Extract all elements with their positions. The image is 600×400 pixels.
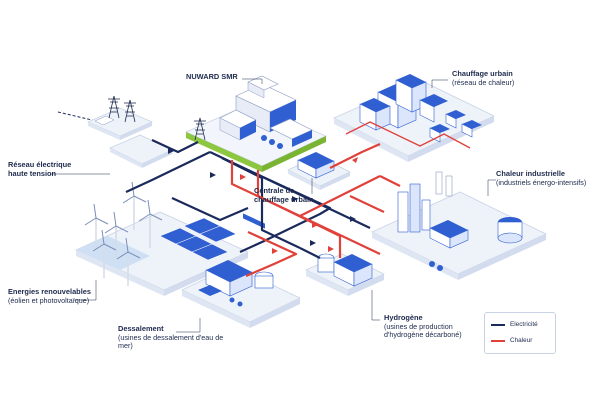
heating-plant-platform	[287, 152, 351, 190]
hydrogen-platform	[305, 253, 385, 296]
flow-arrows	[168, 148, 358, 254]
legend-heat-label: Chaleur	[510, 337, 533, 344]
grid-title: Réseau électrique	[8, 160, 72, 169]
heating-plant-sub: chauffage urbain	[254, 194, 314, 204]
legend-electricity-swatch	[491, 323, 505, 326]
legend: Electricité Chaleur	[484, 312, 556, 354]
desalination-sub2: mer)	[118, 341, 133, 351]
district-heating-sub: (réseau de chaleur)	[452, 77, 515, 87]
leader-lines	[50, 78, 496, 333]
nuward-smr-platform	[185, 75, 327, 229]
hydrogen-sub1: (usines de production	[384, 321, 453, 331]
label-district-heating: Chauffage urbain (réseau de chaleur)	[452, 69, 515, 87]
desalination-sub1: (usines de dessalement d'eau de	[118, 332, 224, 342]
nuward-title: NUWARD SMR	[186, 72, 238, 81]
legend-electricity: Electricité	[491, 321, 538, 328]
legend-electricity-label: Electricité	[510, 321, 538, 328]
renewables-platform	[75, 181, 249, 296]
solar-panels	[159, 217, 237, 261]
district-heating-title: Chauffage urbain	[452, 69, 513, 78]
substation-platform	[109, 134, 173, 168]
heating-plant-title: Centrale de	[254, 186, 295, 195]
industrial-heat-title: Chaleur industrielle	[496, 169, 565, 178]
industrial-heat-sub: (industriels énergo-intensifs)	[496, 177, 587, 187]
desalination-title: Dessalement	[118, 324, 164, 333]
heat-network	[230, 142, 401, 278]
legend-heat: Chaleur	[491, 337, 532, 344]
label-desalination: Dessalement (usines de dessalement d'eau…	[118, 324, 224, 351]
industrial-platform	[371, 171, 547, 280]
renewables-title: Energies renouvelables	[8, 287, 91, 296]
district-heating-platform	[333, 74, 495, 162]
label-hydrogen: Hydrogène (usines de production d'hydrog…	[384, 313, 462, 340]
electricity-network	[125, 139, 371, 259]
hydrogen-title: Hydrogène	[384, 313, 423, 322]
legend-heat-swatch	[491, 339, 505, 342]
label-grid: Réseau électrique haute tension	[8, 160, 72, 178]
label-renewables: Energies renouvelables (éolien et photov…	[8, 287, 91, 305]
grid-sub: haute tension	[8, 168, 57, 178]
desalination-platform	[181, 260, 301, 328]
grid-platform	[87, 95, 153, 140]
renewables-sub: (éolien et photovoltaïque)	[8, 295, 90, 305]
label-heating-plant: Centrale de chauffage urbain	[254, 186, 314, 204]
label-industrial-heat: Chaleur industrielle (industriels énergo…	[496, 169, 587, 187]
hydrogen-sub2: d'hydrogène décarboné)	[384, 330, 462, 340]
label-nuward-smr: NUWARD SMR	[186, 72, 238, 82]
